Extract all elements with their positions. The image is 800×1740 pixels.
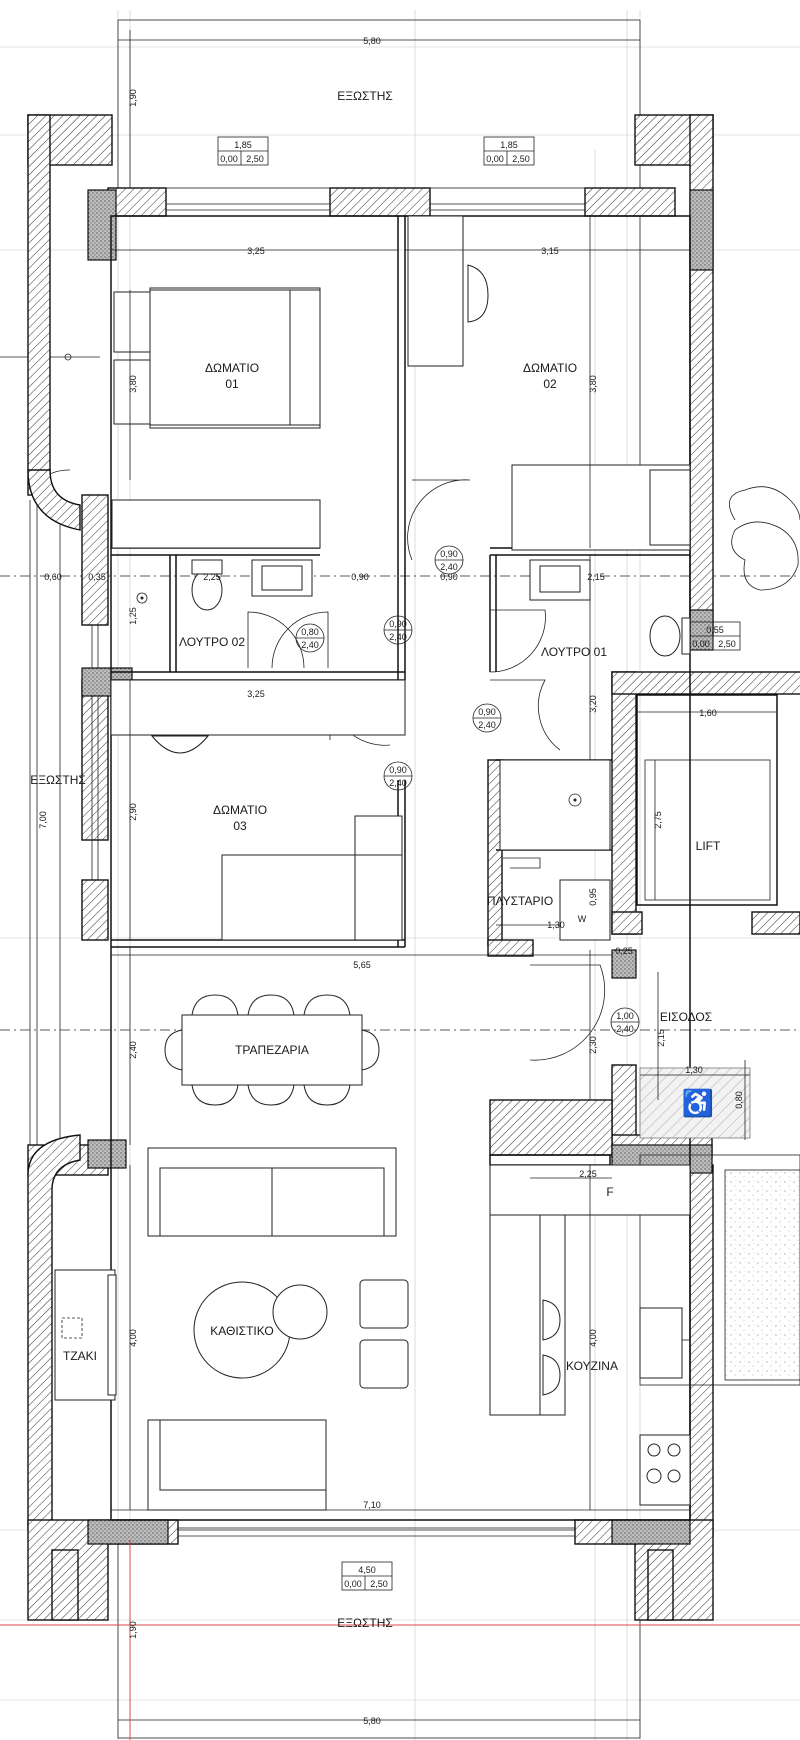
svg-text:2,40: 2,40 [440, 562, 458, 572]
dim-bed3-depth: 2,90 [128, 803, 138, 821]
svg-text:4,50: 4,50 [358, 1565, 376, 1575]
bedroom-02-label: ΔΩΜΑΤΙΟ [523, 361, 577, 375]
svg-text:2,40: 2,40 [389, 778, 407, 788]
door-tag-bed1: 0,90 2,40 [383, 615, 413, 645]
dim-bed2-depth: 3,80 [588, 375, 598, 393]
dim-ramp-depth: 0,80 [734, 1091, 744, 1109]
window-tag-bottom: 4,50 0,00 2,50 [341, 1561, 393, 1591]
door-tags: 0,80 2,40 0,90 2,40 0,90 2,40 0,90 2,40 … [295, 545, 640, 1037]
svg-text:2,40: 2,40 [616, 1024, 634, 1034]
dim-entry-w: 2,15 [656, 1029, 666, 1047]
dining-label: ΤΡΑΠΕΖΑΡΙΑ [235, 1043, 309, 1057]
kitchen-label: ΚΟΥΖΙΝΑ [566, 1359, 618, 1373]
svg-text:1,85: 1,85 [500, 140, 518, 150]
dim-bath2-width: 2,25 [203, 572, 221, 582]
dim-bed1-width: 3,25 [247, 246, 265, 256]
fireplace-label: ΤΖΑΚΙ [63, 1349, 97, 1363]
windows [91, 203, 585, 1537]
svg-text:1,00: 1,00 [616, 1011, 634, 1021]
window-tag-top-right: 1,85 0,00 2,50 [483, 136, 535, 166]
svg-text:2,50: 2,50 [246, 154, 264, 164]
dim-lift-width: 1,60 [699, 708, 717, 718]
dim-side-balcony-length: 7,00 [38, 811, 48, 829]
svg-text:1,85: 1,85 [234, 140, 252, 150]
dim-bottom-width: 5,80 [363, 1716, 381, 1726]
dim-bed1-depth: 3,80 [128, 375, 138, 393]
door-tag-bed3: 0,90 2,40 [383, 761, 413, 791]
dim-bath1-depth: 3,20 [588, 695, 598, 713]
dim-living-width: 5,65 [353, 960, 371, 970]
dim-entry-depth: 2,30 [588, 1036, 598, 1054]
svg-text:0,00: 0,00 [692, 639, 710, 649]
window-tags: 1,85 0,00 2,50 1,85 0,00 2,50 0,55 0,00 … [217, 136, 741, 1591]
dim-hall-b: 0,90 [440, 572, 458, 582]
door-tag-entry: 1,00 2,40 [610, 1007, 640, 1037]
svg-text:0,00: 0,00 [220, 154, 238, 164]
svg-text:0,00: 0,00 [344, 1579, 362, 1589]
window-tag-top-left: 1,85 0,00 2,50 [217, 136, 269, 166]
dim-column-gap: 0,25 [615, 946, 633, 956]
furniture [54, 215, 800, 1511]
door-tag-bed2: 0,90 2,40 [434, 545, 464, 575]
bedroom-01-label: ΔΩΜΑΤΙΟ [205, 361, 259, 375]
dim-lift-depth: 2,75 [653, 811, 663, 829]
dim-side-balcony: 0,60 [44, 572, 62, 582]
dim-kitchen-width: 2,25 [579, 1169, 597, 1179]
balcony-bottom-label: ΕΞΩΣΤΗΣ [337, 1616, 393, 1630]
bedroom-03-label: ΔΩΜΑΤΙΟ [213, 803, 267, 817]
dim-hall-a: 0,90 [351, 572, 369, 582]
bathroom-02-label: ΛΟΥΤΡΟ 02 [179, 635, 245, 649]
svg-text:0,90: 0,90 [389, 765, 407, 775]
balcony-top-label: ΕΞΩΣΤΗΣ [337, 89, 393, 103]
lift-label: LIFT [696, 839, 721, 853]
dim-top-depth: 1,90 [128, 89, 138, 107]
svg-text:0,90: 0,90 [389, 619, 407, 629]
room-labels: ΕΞΩΣΤΗΣ ΔΩΜΑΤΙΟ 01 ΔΩΜΑΤΙΟ 02 ΛΟΥΤΡΟ 02 … [30, 89, 721, 1630]
fridge-symbol: F [606, 1185, 613, 1199]
svg-text:2,40: 2,40 [389, 632, 407, 642]
washer-symbol: W [578, 914, 587, 924]
dim-kitchen-depth: 4,00 [588, 1329, 598, 1347]
dim-total-width: 7,10 [363, 1500, 381, 1510]
door-tag-bath1: 0,90 2,40 [472, 703, 502, 733]
bedroom-03-number: 03 [233, 819, 247, 833]
dim-bottom-depth: 1,90 [128, 1621, 138, 1639]
entrance-label: ΕΙΣΟΔΟΣ [660, 1010, 712, 1024]
accessible-symbol: ♿ [682, 1088, 714, 1118]
svg-text:0,55: 0,55 [706, 625, 724, 635]
window-tag-bath1: 0,55 0,00 2,50 [689, 621, 741, 651]
dim-bath1-width: 2,15 [587, 572, 605, 582]
svg-text:0,90: 0,90 [440, 549, 458, 559]
svg-text:2,50: 2,50 [718, 639, 736, 649]
laundry-label: ΠΛΥΣΤΑΡΙΟ [487, 894, 553, 908]
bedroom-02-number: 02 [543, 377, 557, 391]
dim-ramp-width: 1,30 [685, 1065, 703, 1075]
dim-living-depth: 4,00 [128, 1329, 138, 1347]
dimension-lines [0, 30, 800, 1740]
svg-text:2,50: 2,50 [370, 1579, 388, 1589]
dim-bath2-depth: 1,25 [128, 607, 138, 625]
svg-text:2,40: 2,40 [301, 640, 319, 650]
bedroom-01-number: 01 [225, 377, 239, 391]
svg-text:0,80: 0,80 [301, 627, 319, 637]
svg-text:2,40: 2,40 [478, 720, 496, 730]
dim-dining-depth: 2,40 [128, 1041, 138, 1059]
dim-wall-a: 0,35 [88, 572, 106, 582]
dim-laundry-width: 1,30 [547, 920, 565, 930]
door-tag-bath2: 0,80 2,40 [295, 623, 325, 653]
svg-text:0,90: 0,90 [478, 707, 496, 717]
svg-text:0,00: 0,00 [486, 154, 504, 164]
dim-bed2-width: 3,15 [541, 246, 559, 256]
doors [247, 479, 606, 1061]
balcony-left-label: ΕΞΩΣΤΗΣ [30, 773, 86, 787]
dimension-texts: 5,80 1,90 3,25 3,80 3,15 3,80 0,60 0,35 … [38, 36, 744, 1726]
svg-text:2,50: 2,50 [512, 154, 530, 164]
dim-top-width: 5,80 [363, 36, 381, 46]
dim-bed3-width: 3,25 [247, 689, 265, 699]
living-label: ΚΑΘΙΣΤΙΚΟ [210, 1324, 273, 1338]
dim-laundry-depth: 0,95 [588, 888, 598, 906]
bathroom-01-label: ΛΟΥΤΡΟ 01 [541, 645, 607, 659]
